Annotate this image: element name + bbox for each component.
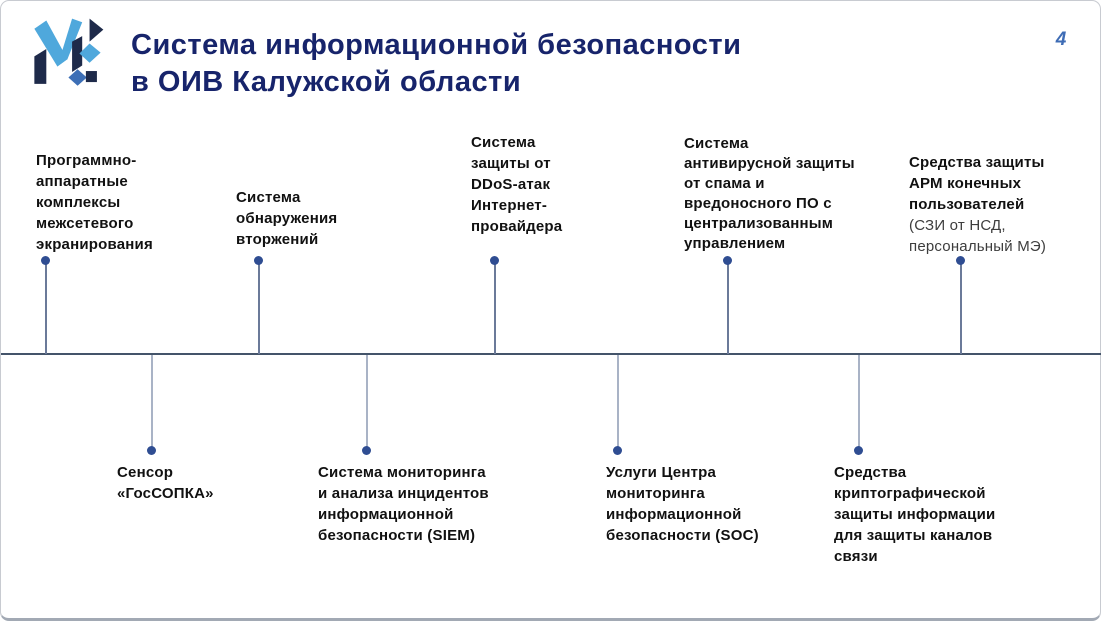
timeline-dot (490, 256, 499, 265)
bottom-item-label: Сенсор «ГосСОПКА» (117, 464, 214, 502)
timeline-dot (362, 446, 371, 455)
connector-line (45, 264, 47, 354)
timeline-dot (254, 256, 263, 265)
connector-line (151, 355, 153, 447)
bottom-item-label: Средства криптографической защиты информ… (834, 464, 996, 565)
connector-line (366, 355, 368, 447)
slide-title-line2: в ОИВ Калужской области (131, 66, 522, 98)
timeline-dot (613, 446, 622, 455)
timeline-dot (723, 256, 732, 265)
connector-line (960, 264, 962, 354)
top-item-label-sub: (СЗИ от НСД, персональный МЭ) (909, 217, 1047, 255)
company-logo-icon (34, 18, 104, 86)
timeline-dot (147, 446, 156, 455)
top-item-label-main: Средства защиты АРМ конечных пользовател… (909, 154, 1045, 213)
bottom-item-label: Система мониторинга и анализа инцидентов… (318, 464, 489, 544)
bottom-item-label: Услуги Центра мониторинга информационной… (606, 464, 759, 544)
slide-title-line1: Система информационной безопасности (131, 29, 742, 61)
top-item-label: Система защиты от DDoS-атак Интернет- пр… (471, 134, 563, 235)
timeline-dot (956, 256, 965, 265)
connector-line (258, 264, 260, 354)
top-item-label: Средства защиты АРМ конечных пользовател… (909, 152, 1089, 257)
connector-line (494, 264, 496, 354)
connector-line (727, 264, 729, 354)
connector-line (617, 355, 619, 447)
top-item-label: Программно- аппаратные комплексы межсете… (36, 152, 153, 253)
top-item-label: Система обнаружения вторжений (236, 189, 338, 248)
timeline-dot (854, 446, 863, 455)
connector-line (858, 355, 860, 447)
top-item-label: Система антивирусной защиты от спама и в… (684, 135, 855, 252)
timeline-axis (1, 353, 1101, 355)
page-number: 4 (1055, 29, 1067, 50)
slide-title: Система информационной безопасности в ОИ… (131, 27, 1011, 101)
timeline-dot (41, 256, 50, 265)
